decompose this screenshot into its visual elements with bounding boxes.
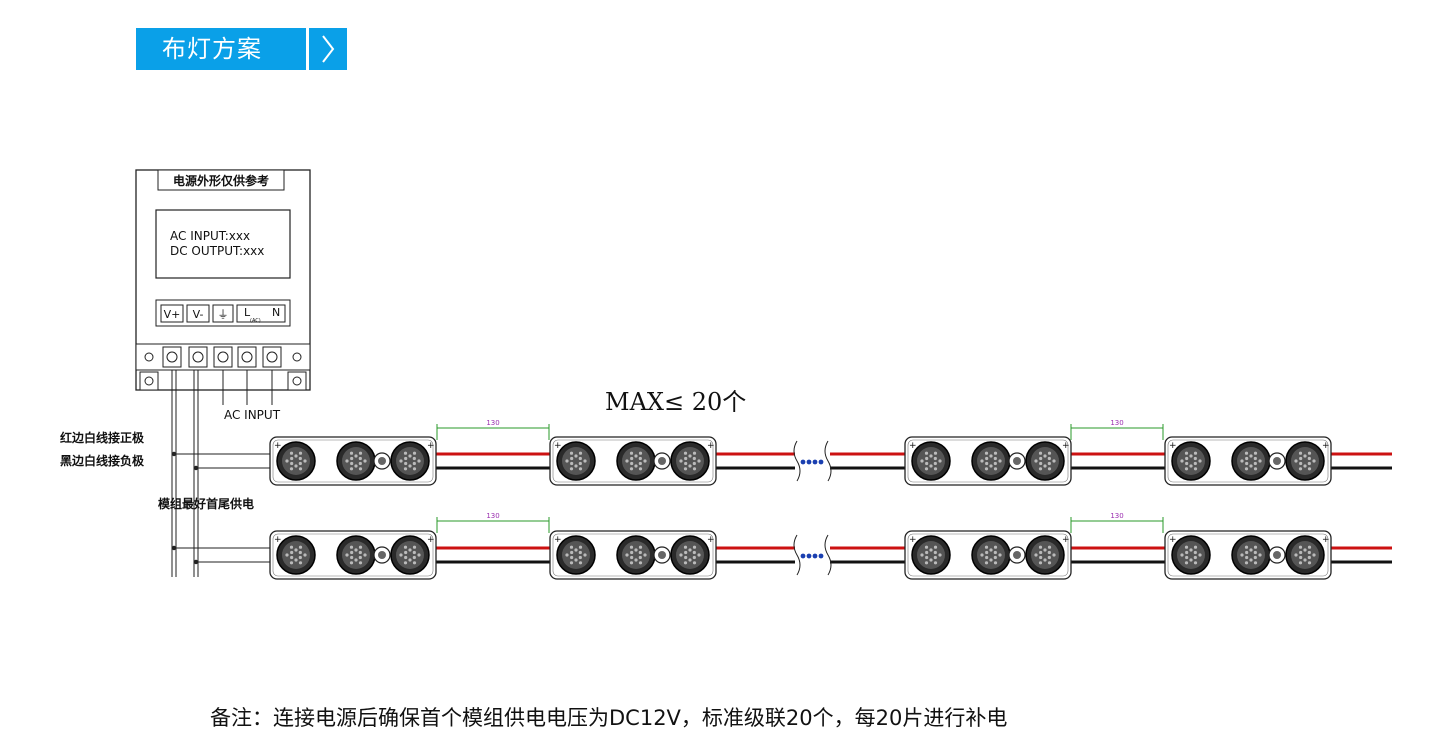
- ground-icon: ⏚: [218, 308, 229, 321]
- svg-text:+: +: [427, 535, 435, 545]
- section-header: 布灯方案: [136, 28, 347, 70]
- continuation-dot: [806, 459, 812, 465]
- svg-text:+: +: [274, 535, 282, 545]
- terminal-screw: [166, 351, 178, 363]
- footer-note: 备注：连接电源后确保首个模组供电电压为DC12V，标准级联20个，每20片进行补…: [210, 706, 1008, 730]
- red-wire-label: 红边白线接正极: [60, 430, 145, 445]
- terminal-label-vplus: V+: [164, 308, 181, 321]
- svg-text:+: +: [909, 535, 917, 545]
- black-wire-label: 黑边白线接负极: [60, 453, 145, 468]
- terminal-label-ac: (AC): [250, 318, 261, 324]
- svg-text:+: +: [1169, 535, 1177, 545]
- svg-text:+: +: [707, 535, 715, 545]
- led-module: ++: [1164, 530, 1332, 580]
- continuation-dot: [818, 553, 824, 559]
- terminal-slot: [237, 346, 257, 368]
- led-module: ++: [1164, 436, 1332, 486]
- led-module: ++: [269, 436, 437, 486]
- break-mark: [793, 534, 801, 576]
- continuation-dot: [818, 459, 824, 465]
- terminal-label-l: L: [244, 306, 251, 319]
- svg-text:+: +: [554, 535, 562, 545]
- terminal-screws: [162, 346, 282, 368]
- svg-text:+: +: [1062, 441, 1070, 451]
- break-mark: [793, 440, 801, 482]
- power-supply: 电源外形仅供参考 AC INPUT:xxx DC OUTPUT:xxx V+ V…: [135, 169, 311, 577]
- svg-text:+: +: [707, 441, 715, 451]
- svg-text:+: +: [427, 441, 435, 451]
- terminal-slot: [213, 346, 233, 368]
- led-module: ++: [904, 530, 1072, 580]
- terminal-screw: [217, 351, 229, 363]
- continuation-dot: [800, 459, 806, 465]
- led-module: ++: [549, 436, 717, 486]
- continuation-dot: [812, 553, 818, 559]
- continuation-dot: [812, 459, 818, 465]
- feed-note-label: 模组最好首尾供电: [158, 496, 254, 511]
- dimension-value: 130: [486, 512, 499, 520]
- terminal-label-n: N: [272, 306, 280, 319]
- terminal-slot: [262, 346, 282, 368]
- dimension-value: 130: [486, 419, 499, 427]
- svg-text:+: +: [1169, 441, 1177, 451]
- terminal-label-vminus: V-: [193, 308, 204, 321]
- psu-title: 电源外形仅供参考: [173, 173, 269, 188]
- continuation-dot: [806, 553, 812, 559]
- psu-input-text: AC INPUT:xxx: [170, 229, 250, 243]
- svg-text:+: +: [554, 441, 562, 451]
- dimension-value: 130: [1110, 419, 1123, 427]
- terminal-slot: [188, 346, 208, 368]
- led-module: ++: [269, 530, 437, 580]
- svg-text:+: +: [1322, 441, 1330, 451]
- terminal-screw: [266, 351, 278, 363]
- led-module: ++: [904, 436, 1072, 486]
- break-mark: [824, 440, 832, 482]
- terminal-slot: [162, 346, 182, 368]
- psu-output-text: DC OUTPUT:xxx: [170, 244, 264, 258]
- chevron-right-icon[interactable]: [309, 28, 347, 70]
- svg-text:+: +: [909, 441, 917, 451]
- continuation-dot: [800, 553, 806, 559]
- max-count-label: MAX≤ 20个: [605, 388, 746, 416]
- ac-input-label: AC INPUT: [224, 408, 281, 422]
- led-module: ++: [549, 530, 717, 580]
- svg-text:+: +: [1322, 535, 1330, 545]
- svg-text:+: +: [1062, 535, 1070, 545]
- break-mark: [824, 534, 832, 576]
- dimension-value: 130: [1110, 512, 1123, 520]
- svg-text:+: +: [274, 441, 282, 451]
- terminal-screw: [192, 351, 204, 363]
- wiring-diagram: 电源外形仅供参考 AC INPUT:xxx DC OUTPUT:xxx V+ V…: [60, 169, 1392, 580]
- section-title: 布灯方案: [136, 28, 306, 70]
- terminal-screw: [241, 351, 253, 363]
